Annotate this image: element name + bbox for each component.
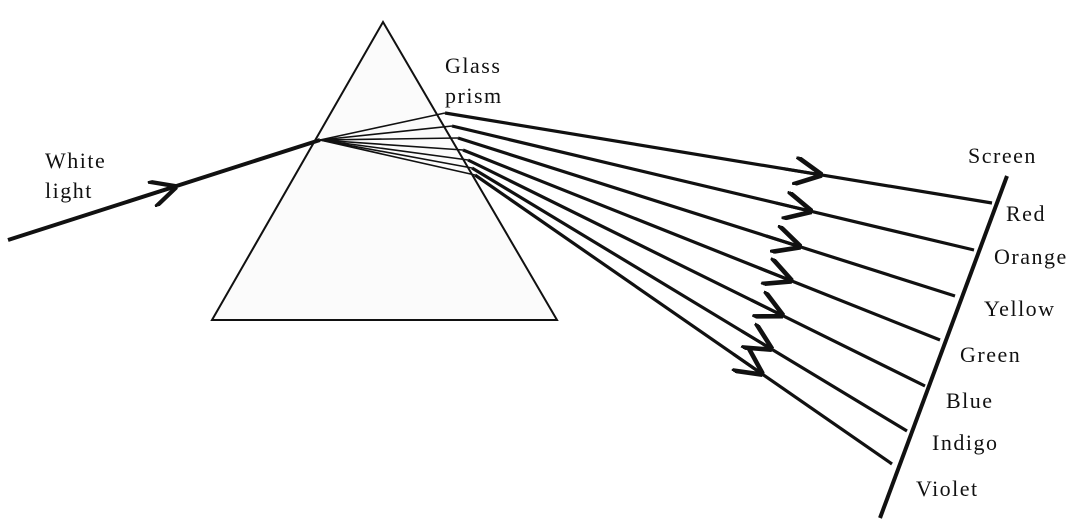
violet-ray-internal (319, 139, 476, 176)
green-ray (462, 148, 941, 342)
orange-ray-arrow (775, 203, 807, 210)
green-label: Green (960, 342, 1021, 367)
screen-label: Screen (968, 143, 1037, 168)
violet-ray-arrow (734, 354, 759, 371)
blue-ray-internal (319, 139, 469, 161)
red-ray (444, 111, 993, 205)
red-label: Red (1006, 201, 1046, 226)
indigo-ray-internal (319, 139, 473, 169)
blue-ray (467, 158, 926, 388)
glass-prism-label-line1: Glass (445, 53, 501, 78)
dispersed-rays (319, 111, 993, 466)
red-ray-internal (319, 112, 446, 141)
blue-label: Blue (946, 388, 994, 413)
red-ray-arrow (783, 169, 817, 174)
yellow-ray-internal (319, 137, 459, 141)
orange-ray-internal (319, 125, 453, 141)
glass-prism (210, 20, 559, 321)
indigo-label: Indigo (932, 430, 998, 455)
white-light-arrow (119, 188, 172, 204)
blue-ray-arrow (750, 300, 778, 314)
yellow-label: Yellow (984, 296, 1056, 321)
white-light-label-line1: White (45, 148, 106, 173)
indigo-ray (471, 166, 908, 433)
violet-ray (474, 173, 893, 466)
orange-ray (451, 124, 975, 252)
indigo-ray-arrow (742, 331, 768, 347)
glass-prism-label-line2: prism (445, 83, 503, 108)
yellow-ray-arrow (765, 236, 796, 245)
green-ray-arrow (758, 268, 788, 279)
violet-label: Violet (916, 476, 979, 501)
green-ray-internal (319, 139, 464, 151)
screen (878, 175, 1009, 519)
orange-label: Orange (994, 244, 1068, 269)
yellow-ray (457, 136, 956, 298)
white-light-label-line2: light (45, 178, 93, 203)
